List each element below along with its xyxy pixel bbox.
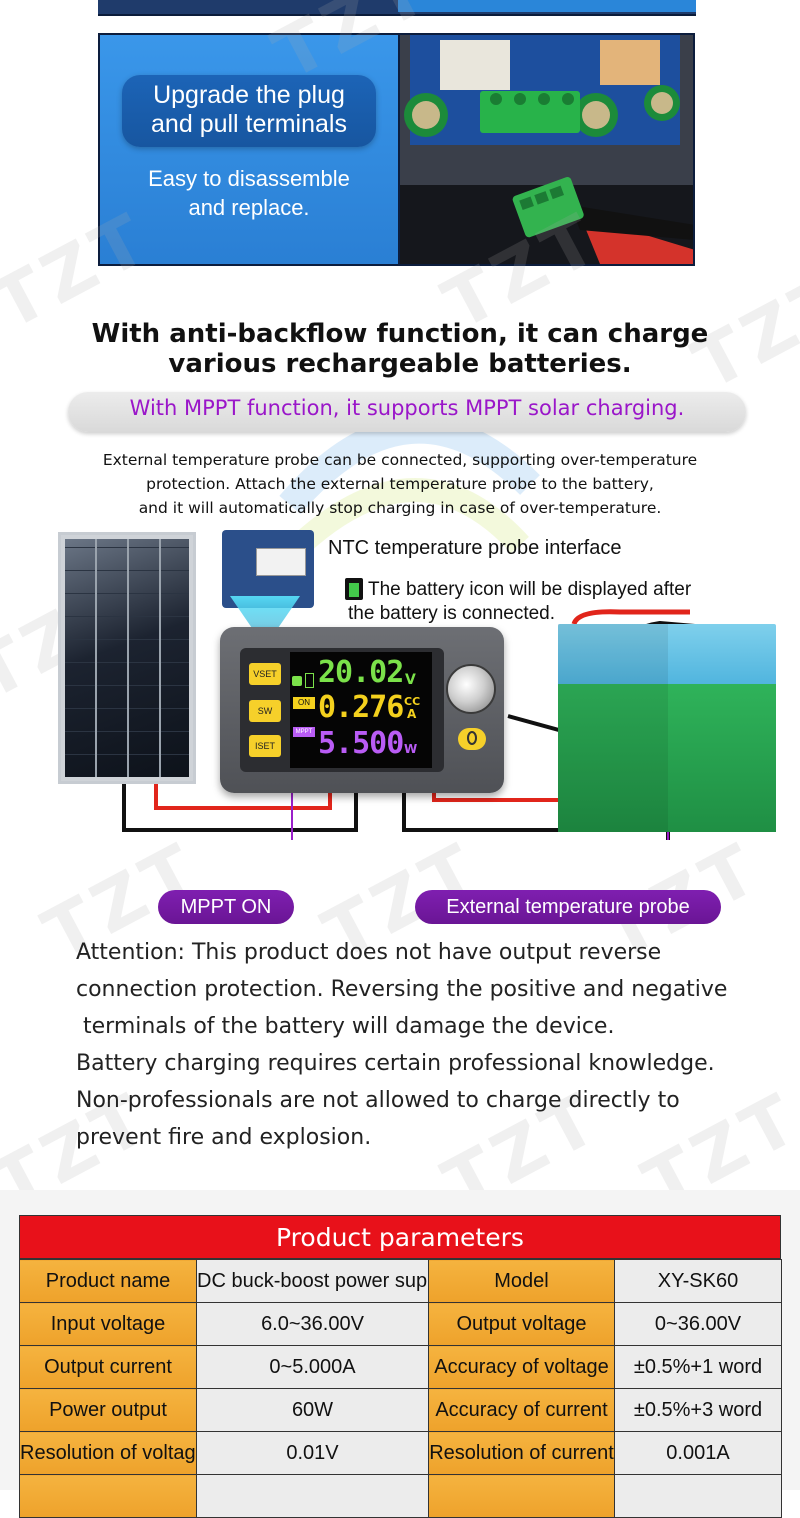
plug-sub-line1: Easy to disassemble [148, 166, 350, 191]
param-key: Output voltage [428, 1302, 615, 1346]
params-title: Product parameters [19, 1215, 781, 1259]
param-value: 0~5.000A [196, 1345, 429, 1389]
solar-panel [58, 532, 196, 784]
param-value: 60W [196, 1388, 429, 1432]
battery-icon [345, 578, 363, 600]
battery-pack [558, 684, 776, 832]
probe-description-line2: protection. Attach the external temperat… [146, 475, 654, 493]
param-value: 0~36.00V [614, 1302, 782, 1346]
cc-badge: CC [404, 695, 421, 708]
plug-sub-line2: and replace. [188, 195, 310, 220]
power-button[interactable] [458, 728, 486, 750]
param-key: Product name [19, 1259, 197, 1303]
speaker-icon [292, 676, 302, 686]
mppt-pill: With MPPT function, it supports MPPT sol… [68, 392, 746, 432]
plug-terminal-photo [398, 35, 693, 264]
on-badge: ON [293, 697, 315, 709]
plug-title-pill: Upgrade the plug and pull terminals [122, 75, 376, 147]
attention-notice: Attention: This product does not have ou… [76, 934, 776, 1156]
param-value: XY-SK60 [614, 1259, 782, 1303]
table-row: Resolution of voltage 0.01V Resolution o… [19, 1431, 782, 1475]
power-icon [467, 731, 477, 745]
param-key: Input voltage [19, 1302, 197, 1346]
sw-button[interactable]: SW [249, 700, 281, 722]
param-key: Accuracy of current [428, 1388, 615, 1432]
attention-line3: terminals of the battery will damage the… [76, 1014, 615, 1039]
current-unit: A [407, 707, 417, 721]
vset-button[interactable]: VSET [249, 663, 281, 685]
table-row [19, 1474, 782, 1518]
iset-button[interactable]: ISET [249, 735, 281, 757]
probe-description-line1: External temperature probe can be connec… [102, 451, 698, 469]
attention-line5: Non-professionals are not allowed to cha… [76, 1088, 680, 1113]
plug-terminal-banner: Upgrade the plug and pull terminals Easy… [98, 33, 695, 266]
param-key: Model [428, 1259, 615, 1303]
param-value: 0.001A [614, 1431, 782, 1475]
rotary-encoder-knob[interactable] [446, 664, 496, 714]
attention-line2: connection protection. Reversing the pos… [76, 977, 728, 1002]
voltage-unit: V [405, 672, 416, 688]
power-unit: W [404, 742, 418, 756]
attention-line4: Battery charging requires certain profes… [76, 1051, 715, 1076]
probe-description-line3: and it will automatically stop charging … [138, 499, 662, 517]
battery-status-icon [305, 673, 314, 688]
table-row: Input voltage 6.0~36.00V Output voltage … [19, 1302, 782, 1346]
param-key: Power output [19, 1388, 197, 1432]
plug-banner-text-panel: Upgrade the plug and pull terminals Easy… [100, 35, 398, 264]
param-value: ±0.5%+3 word [614, 1388, 782, 1432]
battery-pack-top [558, 624, 776, 686]
mppt-pill-text: With MPPT function, it supports MPPT sol… [129, 396, 685, 420]
param-value: ±0.5%+1 word [614, 1345, 782, 1389]
param-value: DC buck-boost power supply [196, 1259, 429, 1303]
param-key: Accuracy of voltage [428, 1345, 615, 1389]
headline-line2: various rechargeable batteries. [168, 349, 632, 379]
plug-title-line2: and pull terminals [151, 110, 347, 138]
param-value: 0.01V [196, 1431, 429, 1475]
attention-line1: Attention: This product does not have ou… [76, 940, 662, 965]
power-readout: 5.500 [318, 726, 404, 761]
previous-banner-strip [98, 0, 696, 16]
callout-mppt-on: MPPT ON [158, 890, 294, 924]
current-readout: 0.276 [318, 690, 404, 725]
param-value: 6.0~36.00V [196, 1302, 429, 1346]
battery-pack-shade [558, 624, 668, 832]
headline-line1: With anti-backflow function, it can char… [91, 319, 709, 349]
params-table: Product name DC buck-boost power supply … [19, 1259, 782, 1518]
terminal-block-illustration [400, 35, 693, 264]
ntc-connector [256, 548, 306, 576]
mppt-badge: MPPT [293, 727, 315, 737]
table-row: Output current 0~5.000A Accuracy of volt… [19, 1345, 782, 1389]
product-parameters: Product parameters Product name DC buck-… [19, 1215, 782, 1518]
param-key: Resolution of current [428, 1431, 615, 1475]
voltage-readout: 20.02 [318, 655, 404, 690]
param-key: Resolution of voltage [19, 1431, 197, 1475]
attention-line6: prevent fire and explosion. [76, 1125, 372, 1150]
table-row: Power output 60W Accuracy of current ±0.… [19, 1388, 782, 1432]
param-key: Output current [19, 1345, 197, 1389]
battery-note-line1: The battery icon will be displayed after [368, 579, 692, 600]
callout-external-probe: External temperature probe [415, 890, 721, 924]
plug-title-line1: Upgrade the plug [153, 81, 345, 109]
ntc-label: NTC temperature probe interface [328, 537, 622, 559]
table-row: Product name DC buck-boost power supply … [19, 1259, 782, 1303]
meter-screen [290, 652, 432, 768]
battery-note-line2: the battery is connected. [348, 603, 556, 624]
